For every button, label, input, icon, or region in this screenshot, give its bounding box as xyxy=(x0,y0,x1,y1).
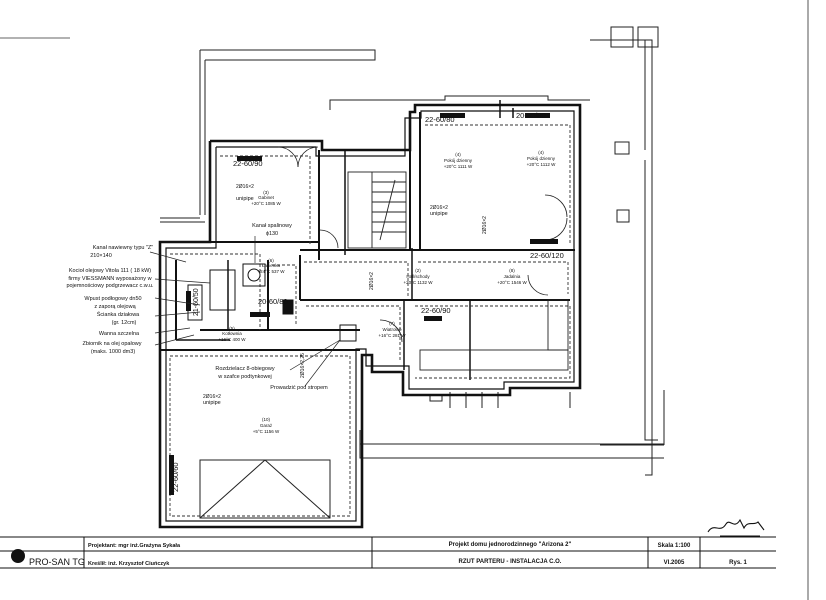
flue-duct xyxy=(242,263,266,287)
heating-pipe-routes xyxy=(169,124,571,517)
radiator-labels: 22-60/90 22-60/80 20-60/80 22-60/120 20-… xyxy=(171,111,564,492)
room-spec: +20°C 1132 W xyxy=(403,280,433,285)
registration-mark xyxy=(637,26,659,48)
radiator-label: 22-60/120 xyxy=(530,251,564,260)
pipe-label: 2Ø16×2 xyxy=(430,205,448,211)
building-walls xyxy=(158,100,582,529)
room-number: (4) xyxy=(455,152,461,157)
note-text: Kocioł olejowy Vitola 111 ( 18 kW) xyxy=(69,268,151,274)
room-spec: +16°C 400 W xyxy=(219,337,247,342)
drawing-title: RZUT PARTERU - INSTALACJA C.O. xyxy=(459,559,562,565)
radiator-label: 22-60/90 xyxy=(421,306,451,315)
room-number: (8) xyxy=(509,268,515,273)
terrace-outline xyxy=(160,39,665,476)
room-number: (4) xyxy=(538,150,544,155)
room-label-garaz: (10) Garaż +5°C 1156 W xyxy=(253,417,280,434)
room-name: Pokój dzienny xyxy=(527,156,556,161)
date-label: VI.2005 xyxy=(664,560,685,566)
boiler-unit xyxy=(209,269,236,311)
note-text: pojemnościowy podgrzewacz c.w.u. xyxy=(66,283,154,289)
registration-mark xyxy=(610,26,634,48)
note-text: (gr. 12cm) xyxy=(112,320,137,326)
room-number: (2) xyxy=(415,268,421,273)
note-text: (maks. 1000 dm3) xyxy=(91,349,135,355)
room-spec: +24°C 537 W xyxy=(258,269,286,274)
radiator-label: 22-60/80 xyxy=(425,115,455,124)
pipe-label: 2Ø16×2 xyxy=(236,184,254,190)
pipe-label: 2Ø16×2,25 xyxy=(300,353,306,378)
note-text: Wpust podłogowy dn50 xyxy=(84,296,141,302)
sheet-number: Rys. 1 xyxy=(729,560,747,566)
room-name: Gabinet xyxy=(258,195,275,200)
designer-line: Projektant: mgr inż.Grażyna Sykała xyxy=(88,543,181,549)
note-text: w szafce podtynkowej xyxy=(217,374,272,380)
radiator-label: 20-60/80 xyxy=(258,297,288,306)
note-text: z zaporą olejową xyxy=(94,304,136,310)
room-spec: +5°C 1156 W xyxy=(253,429,280,434)
radiator-label: 22-60/90 xyxy=(233,159,263,168)
equipment-annotations: Kanał nawiewny typu "Z" 210×140 Kocioł o… xyxy=(66,223,328,391)
note-text: 210×140 xyxy=(90,253,112,259)
pipe-label: 2Ø16×2 xyxy=(482,216,488,234)
pipe-label: unipipe xyxy=(236,196,254,202)
room-label-lazienka: (6) Łazienka +24°C 537 W xyxy=(258,258,286,274)
note-text: Prowadzić pod stropem xyxy=(270,385,328,391)
note-text: Kanał spalinowy xyxy=(252,223,292,229)
room-name: Łazienka xyxy=(262,263,281,268)
scale-label: Skala 1:100 xyxy=(658,543,691,549)
room-label-kotlownia: (5) Kotłownia +16°C 400 W xyxy=(219,326,247,342)
room-label-gabinet: (3) Gabinet +20°C 1085 W xyxy=(251,190,281,206)
room-name: Garaż xyxy=(260,423,273,428)
garage-door xyxy=(199,459,331,519)
room-number: (6) xyxy=(268,258,274,263)
signature-mark xyxy=(707,518,765,537)
room-name: Pokój dzienny xyxy=(444,158,473,163)
room-number: (3) xyxy=(263,190,269,195)
room-spec: +20°C 1546 W xyxy=(497,280,527,285)
drafter-line: Kreślił: inż. Krzysztof Ciuńczyk xyxy=(88,561,170,567)
manifold-cabinet xyxy=(339,324,357,342)
svg-text:PRO-SAN TG: PRO-SAN TG xyxy=(29,557,85,567)
room-label-hall: (2) Hall/schody +20°C 1132 W xyxy=(403,268,433,285)
pipe-label: unipipe xyxy=(430,211,448,217)
note-text: firmy VIESSMANN wyposażony w xyxy=(68,276,151,282)
room-name: Kotłownia xyxy=(222,331,242,336)
title-block xyxy=(0,536,776,569)
room-label-jadalnia: (8) Jadalnia +20°C 1546 W xyxy=(497,268,527,285)
note-text: Wanna szczelna xyxy=(99,331,140,337)
pipe-label: 2Ø16×2 xyxy=(203,394,221,400)
room-label-pokoj-dzienny-b: (4) Pokój dzienny +20°C 1112 W xyxy=(527,150,557,167)
radiator-label: 21-60/50 xyxy=(193,288,200,316)
room-spec: +16°C 281 W xyxy=(379,333,407,338)
note-text: Rozdzielacz 8-obiegowy xyxy=(215,366,275,372)
staircase xyxy=(347,171,407,249)
radiator-markers xyxy=(169,113,558,495)
radiator-label: 20-60/80 xyxy=(516,111,546,120)
room-number: (10) xyxy=(262,417,271,422)
pipe-labels: 2Ø16×2 unipipe 2Ø16×2 unipipe 2Ø16×2 2Ø1… xyxy=(203,184,488,406)
pipe-label: 2Ø16×2 xyxy=(369,272,375,290)
room-spec: +20°C 1112 W xyxy=(527,162,557,167)
note-text: ϕ130 xyxy=(266,231,278,237)
note-text: Kanał nawiewny typu "Z" xyxy=(93,245,154,251)
room-number: (5) xyxy=(229,326,235,331)
room-spec: +20°C 1085 W xyxy=(251,201,281,206)
room-label-pokoj-dzienny-a: (4) Pokój dzienny +20°C 1111 W xyxy=(444,152,473,169)
room-name: Hall/schody xyxy=(406,274,430,279)
project-title: Projekt domu jednorodzinnego "Arizona 2" xyxy=(449,542,572,548)
room-spec: +20°C 1111 W xyxy=(444,164,473,169)
radiator-label: 22-60/60 xyxy=(171,462,180,492)
company-logo: PRO-SAN TG xyxy=(11,549,85,567)
pipe-label: unipipe xyxy=(203,400,221,406)
room-name: Jadalnia xyxy=(504,274,521,279)
note-text: Ścianka działowa xyxy=(97,310,140,318)
room-number: (7) xyxy=(389,321,395,326)
note-text: Zbiornik na olej opałowy xyxy=(82,341,141,347)
annotation-leaders xyxy=(149,236,341,387)
kitchen-counter xyxy=(419,299,569,371)
room-name: Wiatrołap xyxy=(382,327,402,332)
room-label-wiatrolap: (7) Wiatrołap +16°C 281 W xyxy=(379,321,407,338)
